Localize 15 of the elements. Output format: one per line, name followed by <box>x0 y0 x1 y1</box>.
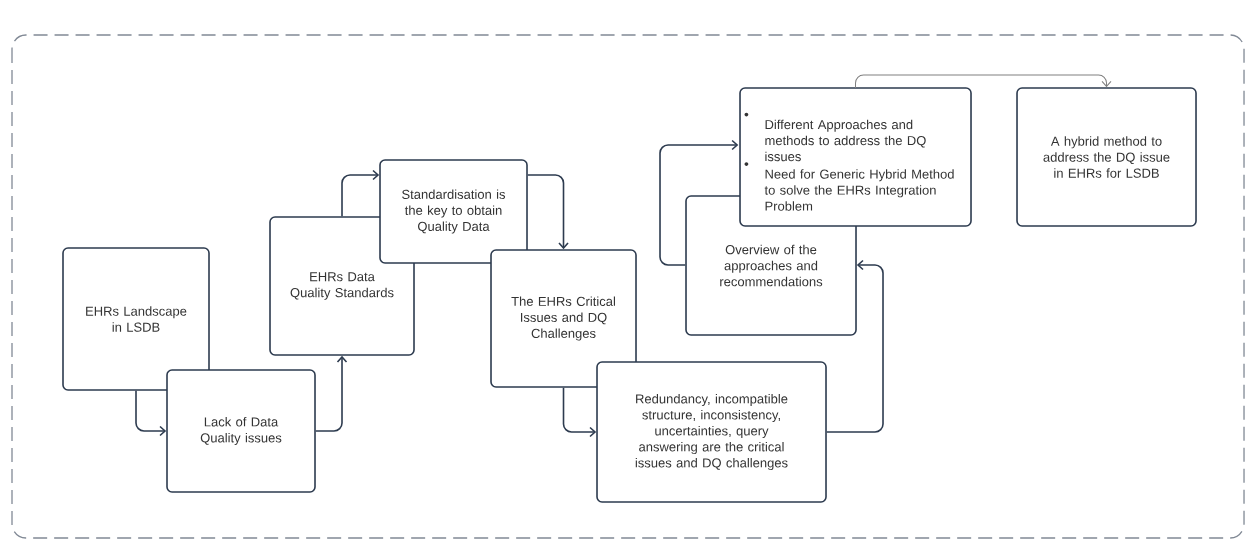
arrow <box>659 139 739 266</box>
arrow <box>315 355 348 432</box>
arrow <box>562 387 597 438</box>
arrow <box>826 259 884 433</box>
arrow <box>135 390 167 437</box>
arrow <box>527 174 569 250</box>
process-box: A hybrid method to address the DQ issue in EHRs for LSDB <box>1016 87 1197 227</box>
process-box: The EHRs Critical Issues and DQ Challenges <box>490 249 637 388</box>
process-box: Redundancy, incompatible structure, inconsistency, uncertainties, query answering are the critical issues and DQ challenges <box>596 361 827 503</box>
process-box: Standardisation is the key to obtain Quality Data <box>379 159 528 264</box>
process-box: EHRs Landscape in LSDB <box>62 247 210 391</box>
process-box: Lack of Data Quality issues <box>166 369 316 493</box>
arrow <box>341 169 380 217</box>
process-box: EHRs Data Quality Standards <box>269 216 415 356</box>
process-box: Different Approaches and methods to address the DQ issues Need for Generic Hybrid Method to solve the EHRs Integration Problem <box>739 87 972 227</box>
